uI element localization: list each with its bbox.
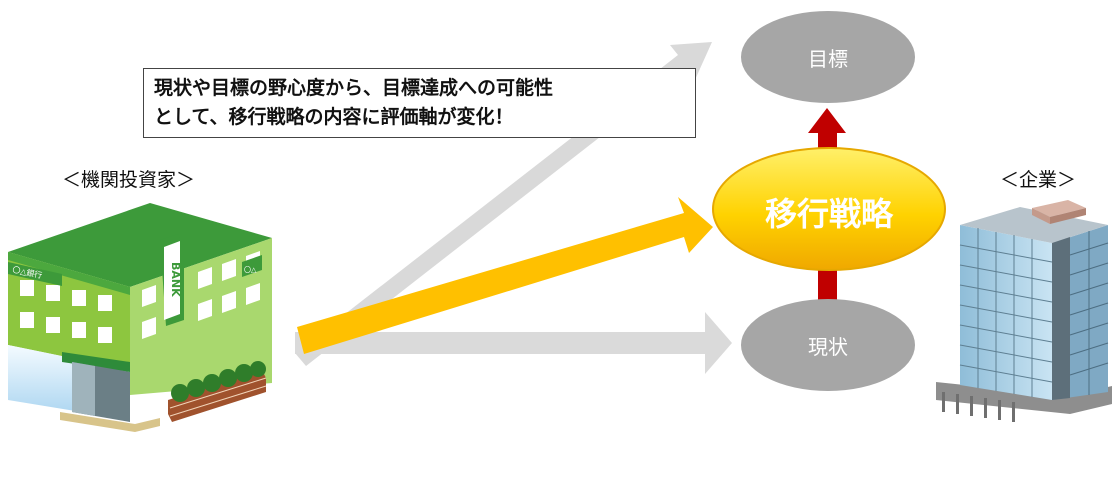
arrow-to-strategy [297, 197, 713, 354]
goal-node-label: 目標 [808, 47, 848, 71]
goal-node [741, 11, 915, 103]
current-node [741, 299, 915, 391]
strategy-node [712, 147, 946, 271]
callout-line-1: 現状や目標の野心度から、目標達成への可能性 [154, 77, 554, 99]
investor-label: ＜機関投資家＞ [62, 169, 196, 191]
red-arrow-stem-lower [818, 270, 837, 300]
bank-building-illustration [8, 203, 272, 432]
bank-small-sign-text: 〇△ [244, 266, 257, 274]
current-node-label: 現状 [808, 335, 848, 359]
strategy-node-label: 移行戦略 [764, 195, 893, 233]
callout-line-2: として、移行戦略の内容に評価軸が変化！ [154, 106, 514, 128]
arrow-to-current [295, 312, 732, 374]
company-building-illustration [936, 200, 1112, 422]
callout-box: 現状や目標の野心度から、目標達成への可能性 として、移行戦略の内容に評価軸が変化… [143, 68, 696, 138]
bank-sign-text: BANK [169, 262, 182, 297]
red-arrow-up [808, 108, 846, 150]
company-label: ＜企業＞ [1000, 169, 1077, 191]
